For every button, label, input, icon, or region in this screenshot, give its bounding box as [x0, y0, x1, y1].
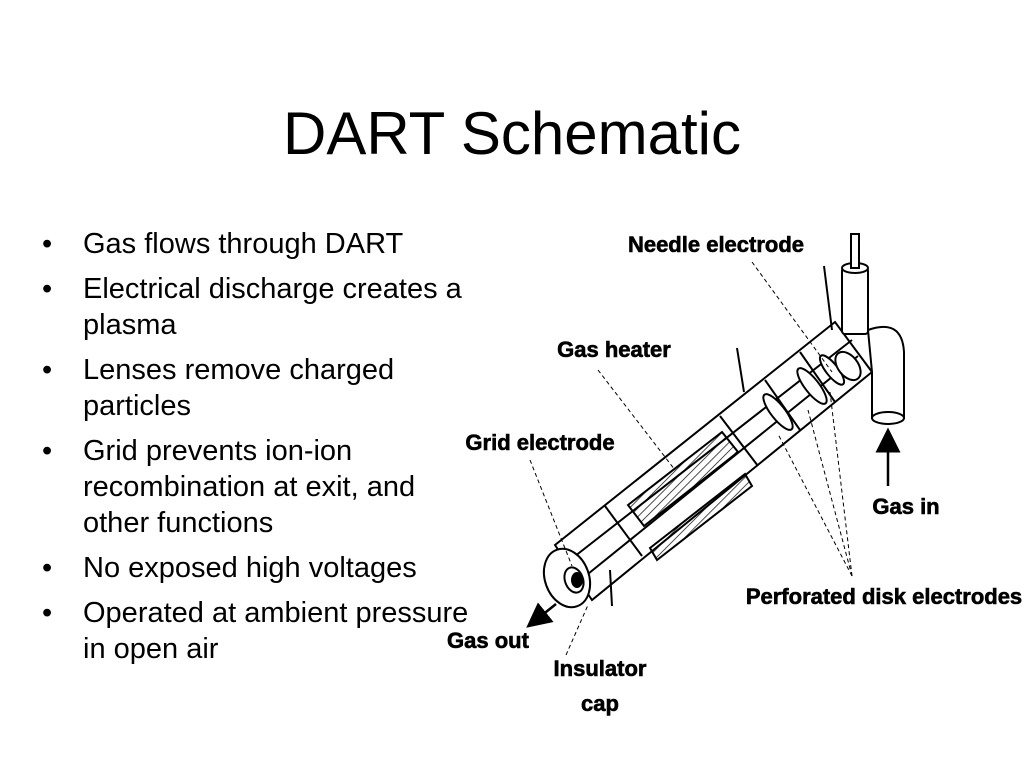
leader-disk	[829, 391, 853, 577]
bullet-dot: •	[42, 597, 53, 629]
contact-pin	[823, 265, 833, 331]
label-insulator-cap-line2: cap	[581, 691, 619, 716]
label-perforated-disk-electrodes: Perforated disk electrodes	[746, 584, 1022, 609]
bullet-item: • Operated at ambient pressure in open ai…	[42, 595, 487, 667]
leader-grid	[529, 459, 573, 567]
leader-disk	[777, 433, 853, 577]
device-body	[542, 233, 905, 609]
contact-pin	[736, 347, 745, 393]
bullet-dot: •	[42, 552, 53, 584]
bullet-item: • Grid prevents ion-ion recombination at …	[42, 433, 487, 541]
needle-electrode-shape	[850, 233, 860, 269]
leader-disk	[807, 409, 853, 577]
dart-schematic-diagram: Needle electrode Gas heater Grid electro…	[447, 232, 1023, 717]
bullet-item: • Lenses remove charged particles	[42, 352, 487, 424]
gas-heater-coil	[626, 430, 740, 528]
label-insulator-cap-line1: Insulator	[554, 656, 647, 681]
bullet-dot: •	[42, 354, 53, 386]
label-gas-in: Gas in	[872, 494, 939, 519]
segment-ring	[799, 351, 836, 403]
bullet-text: Operated at ambient pressure in open air	[83, 597, 469, 665]
leader-lines	[529, 261, 853, 656]
label-grid-electrode: Grid electrode	[465, 430, 614, 455]
bullet-text: Grid prevents ion-ion recombination at e…	[83, 435, 416, 539]
leader-gas-heater	[597, 369, 676, 471]
label-gas-heater: Gas heater	[557, 337, 671, 362]
bullet-text: Gas flows through DART	[83, 228, 404, 260]
perforated-disk	[762, 393, 794, 431]
bullet-item: • Electrical discharge creates a plasma	[42, 271, 487, 343]
contact-pin	[609, 569, 613, 607]
label-needle-electrode: Needle electrode	[628, 232, 804, 257]
needle-holder	[841, 267, 869, 335]
bullet-list: • Gas flows through DART • Electrical disc…	[42, 226, 487, 676]
bullet-dot: •	[42, 228, 53, 260]
end-fitting	[834, 350, 862, 382]
exit-hole	[571, 572, 583, 588]
perforated-disk	[796, 367, 828, 405]
bullet-text: Electrical discharge creates a plasma	[83, 273, 462, 341]
bullet-dot: •	[42, 273, 53, 305]
label-gas-out: Gas out	[447, 628, 530, 653]
bullet-text: Lenses remove charged particles	[83, 354, 395, 422]
gas-inlet-opening	[871, 411, 905, 425]
bullet-text: No exposed high voltages	[83, 552, 417, 584]
gas-out-arrow	[526, 602, 557, 628]
bullet-item: • No exposed high voltages	[42, 550, 487, 586]
segment-ring	[719, 415, 759, 467]
leader-insulator	[565, 604, 589, 656]
bullet-dot: •	[42, 435, 53, 467]
slide-title: DART Schematic	[283, 100, 741, 167]
gas-heater-coil	[648, 472, 754, 562]
segment-ring	[604, 505, 643, 557]
leader-needle	[751, 261, 833, 373]
bullet-item: • Gas flows through DART	[42, 226, 487, 262]
gas-inlet-elbow	[866, 325, 905, 419]
